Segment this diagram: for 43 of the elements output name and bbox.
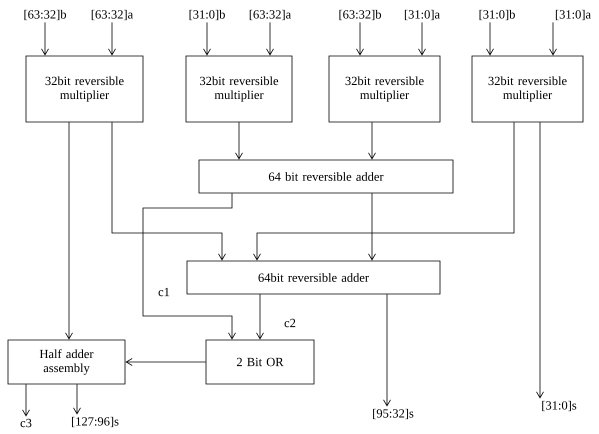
multiplier-box: 32bit reversible multiplier <box>472 56 584 122</box>
multiplier-box: 32bit reversible multiplier <box>328 56 440 122</box>
or-gate-box: 2 Bit OR <box>206 340 314 384</box>
adder-box: 64bit reversible adder <box>186 260 440 294</box>
signal-label: [63:32]b <box>339 10 382 20</box>
output-label: c3 <box>20 418 32 428</box>
signal-label: [63:32]b <box>24 10 66 20</box>
output-label: [31:0]s <box>542 400 576 412</box>
arrow <box>235 122 243 160</box>
adder-box: 64 bit reversible adder <box>198 160 454 194</box>
edge-label: c2 <box>283 318 297 328</box>
signal-label: [63:32]a <box>250 10 291 20</box>
arrow <box>266 22 274 56</box>
arrow <box>253 122 514 261</box>
arrow <box>383 294 391 407</box>
multiplier-box: 32bit reversible multiplier <box>186 56 292 122</box>
arrow <box>41 22 49 56</box>
arrow <box>256 294 264 340</box>
signal-label: [63:32]a <box>92 10 133 20</box>
arrow <box>536 122 544 399</box>
arrow <box>142 193 236 340</box>
half-adder-box: Half adder assembly <box>8 340 126 384</box>
output-label: [95:32]s <box>373 408 414 420</box>
arrow <box>108 22 116 56</box>
arrow <box>368 193 376 261</box>
arrow <box>368 122 376 160</box>
arrow <box>486 22 494 56</box>
signal-label: [31:0]a <box>556 10 591 20</box>
signal-label: [31:0]b <box>480 10 515 20</box>
arrow <box>203 22 211 56</box>
arrow <box>112 122 226 261</box>
arrow <box>125 358 206 366</box>
multiplier-box: 32bit reversible multiplier <box>26 56 144 122</box>
edge-label: c1 <box>157 286 171 298</box>
arrow <box>418 22 426 56</box>
arrow <box>22 384 30 417</box>
arrow <box>73 384 81 415</box>
signal-label: [31:0]a <box>404 10 440 20</box>
arrow <box>549 22 557 56</box>
arrow <box>356 22 364 56</box>
arrow <box>65 122 73 340</box>
output-label: [127:96]s <box>72 416 118 428</box>
signal-label: [31:0]b <box>190 10 225 20</box>
